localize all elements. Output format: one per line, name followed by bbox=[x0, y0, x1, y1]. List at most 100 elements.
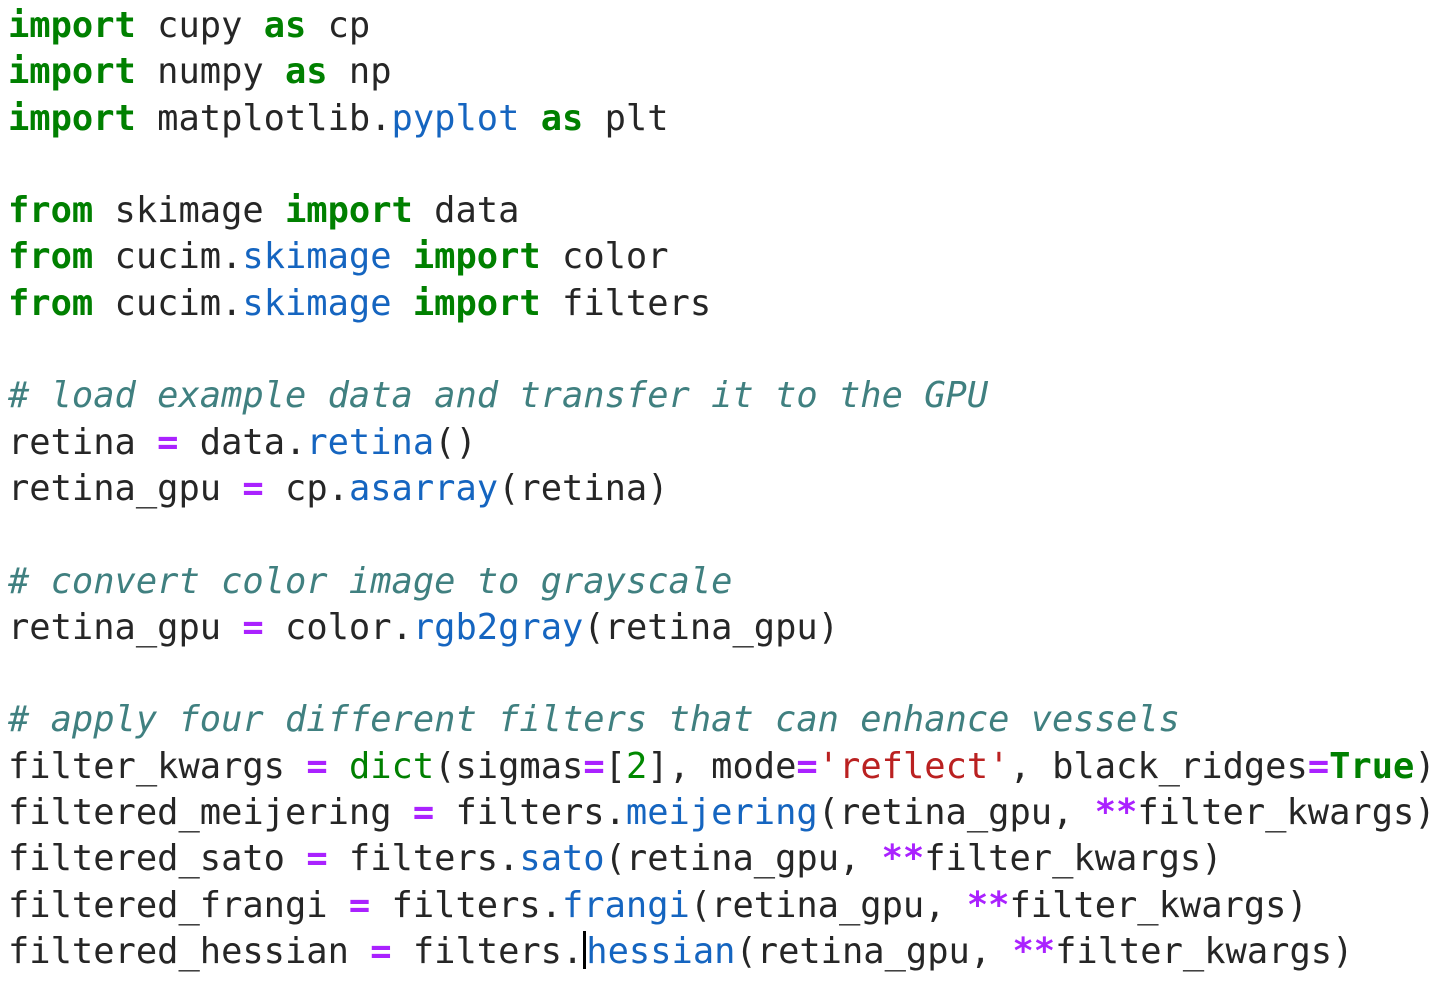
code-line[interactable] bbox=[8, 512, 1452, 558]
code-token-op: ** bbox=[966, 884, 1010, 926]
code-token-prop: skimage bbox=[242, 282, 392, 324]
code-token-txt bbox=[392, 283, 413, 324]
code-token-prop: sato bbox=[519, 838, 605, 880]
code-token-txt: , black_ridges bbox=[1009, 745, 1308, 787]
code-token-prop: skimage bbox=[242, 236, 392, 278]
code-token-txt: (retina_gpu, bbox=[604, 838, 882, 880]
code-token-op: ** bbox=[1012, 930, 1056, 972]
code-line[interactable]: retina = data.retina() bbox=[8, 420, 1452, 466]
code-token-cmt: # load example data and transfer it to t… bbox=[8, 375, 989, 417]
code-token-kw: import bbox=[8, 51, 136, 93]
code-line[interactable]: # load example data and transfer it to t… bbox=[8, 373, 1452, 419]
code-token-txt: color bbox=[540, 236, 669, 278]
code-token-kw: import bbox=[8, 5, 136, 46]
code-token-txt: numpy bbox=[135, 51, 285, 93]
code-line[interactable]: filtered_sato = filters.sato(retina_gpu,… bbox=[8, 836, 1452, 882]
code-token-builtin: dict bbox=[348, 745, 435, 787]
code-token-prop: rgb2gray bbox=[412, 606, 584, 648]
code-token-txt: cp. bbox=[263, 467, 349, 509]
code-line[interactable] bbox=[8, 327, 1452, 373]
text-cursor bbox=[583, 930, 587, 969]
code-token-txt: filters. bbox=[370, 884, 562, 926]
code-line[interactable]: import cupy as cp bbox=[8, 3, 1452, 49]
code-token-txt: filtered_sato bbox=[8, 838, 307, 880]
code-token-txt: filters bbox=[540, 282, 712, 324]
code-token-txt: filter_kwargs) bbox=[1137, 792, 1436, 834]
code-token-kw: from bbox=[8, 236, 94, 278]
code-token-txt: filters. bbox=[391, 930, 584, 972]
code-token-txt: [ bbox=[604, 745, 626, 787]
code-token-op: = bbox=[306, 745, 328, 787]
code-token-txt: (sigmas bbox=[434, 745, 584, 787]
code-line[interactable]: # convert color image to grayscale bbox=[8, 559, 1452, 605]
code-token-txt: np bbox=[327, 51, 392, 93]
code-line[interactable] bbox=[8, 142, 1452, 188]
code-line[interactable]: filter_kwargs = dict(sigmas=[2], mode='r… bbox=[8, 744, 1452, 790]
code-token-kw: True bbox=[1329, 745, 1415, 787]
code-token-txt: filtered_frangi bbox=[8, 884, 349, 926]
code-token-txt: cucim. bbox=[93, 236, 243, 278]
code-token-kw: as bbox=[540, 97, 584, 139]
code-token-txt: retina_gpu bbox=[8, 467, 243, 509]
code-token-prop: frangi bbox=[562, 884, 690, 926]
code-token-op: ** bbox=[881, 838, 925, 880]
code-token-num: 2 bbox=[625, 745, 648, 787]
code-token-kw: import bbox=[8, 97, 136, 139]
code-token-txt: retina bbox=[8, 421, 158, 463]
code-line[interactable]: from cucim.skimage import color bbox=[8, 234, 1452, 280]
code-token-txt: cp bbox=[306, 5, 371, 46]
code-line[interactable]: from cucim.skimage import filters bbox=[8, 281, 1452, 327]
code-token-kw: from bbox=[8, 282, 94, 324]
code-line[interactable] bbox=[8, 651, 1452, 697]
code-token-prop: pyplot bbox=[391, 97, 520, 139]
code-token-op: = bbox=[583, 745, 605, 787]
code-token-op: = bbox=[370, 930, 392, 972]
code-token-kw: import bbox=[285, 190, 413, 232]
code-line[interactable]: filtered_meijering = filters.meijering(r… bbox=[8, 790, 1452, 836]
code-token-txt: matplotlib. bbox=[135, 97, 392, 139]
code-token-txt: (retina_gpu) bbox=[583, 606, 840, 648]
code-line[interactable]: filtered_frangi = filters.frangi(retina_… bbox=[8, 883, 1452, 929]
code-token-txt: ) bbox=[1414, 745, 1436, 787]
code-token-kw: as bbox=[263, 5, 307, 46]
code-token-txt: filtered_hessian bbox=[8, 930, 371, 972]
code-token-txt: (retina_gpu, bbox=[735, 930, 1013, 972]
code-token-op: = bbox=[242, 467, 264, 509]
code-token-txt: () bbox=[434, 421, 477, 463]
code-line[interactable]: from skimage import data bbox=[8, 188, 1452, 234]
code-token-txt bbox=[328, 746, 349, 787]
code-token-txt: data. bbox=[178, 421, 307, 463]
code-token-txt: filter_kwargs) bbox=[1055, 930, 1354, 972]
code-token-txt: (retina_gpu, bbox=[689, 884, 967, 926]
code-token-txt: ], mode bbox=[647, 745, 797, 787]
code-token-str: 'reflect' bbox=[817, 745, 1010, 787]
code-token-cmt: # convert color image to grayscale bbox=[8, 560, 733, 602]
code-token-txt: retina_gpu bbox=[8, 606, 243, 648]
code-token-prop: asarray bbox=[348, 467, 499, 509]
code-token-kw: import bbox=[412, 236, 541, 278]
code-line[interactable]: retina_gpu = cp.asarray(retina) bbox=[8, 466, 1452, 512]
code-token-txt: (retina) bbox=[498, 467, 669, 509]
code-line[interactable]: retina_gpu = color.rgb2gray(retina_gpu) bbox=[8, 605, 1452, 651]
code-token-cmt: # apply four different filters that can … bbox=[8, 699, 1180, 741]
code-token-txt: filter_kwargs bbox=[8, 745, 307, 787]
code-line[interactable]: # apply four different filters that can … bbox=[8, 697, 1452, 743]
code-line[interactable]: import matplotlib.pyplot as plt bbox=[8, 96, 1452, 142]
code-token-txt: filter_kwargs) bbox=[1009, 884, 1308, 926]
code-token-txt: (retina_gpu, bbox=[817, 792, 1095, 834]
code-token-kw: as bbox=[285, 51, 328, 93]
code-line[interactable]: import numpy as np bbox=[8, 49, 1452, 95]
code-token-txt: filtered_meijering bbox=[8, 792, 413, 834]
code-token-kw: from bbox=[8, 190, 94, 232]
code-token-prop: meijering bbox=[625, 792, 818, 834]
code-token-txt bbox=[519, 98, 540, 139]
code-token-txt: skimage bbox=[93, 190, 285, 232]
code-token-txt: cupy bbox=[135, 5, 264, 46]
code-token-kw: import bbox=[412, 282, 541, 324]
code-token-txt: data bbox=[412, 190, 520, 232]
code-token-txt: color. bbox=[263, 606, 413, 648]
code-line[interactable]: filtered_hessian = filters.hessian(retin… bbox=[8, 929, 1452, 975]
code-token-txt bbox=[392, 236, 413, 277]
code-token-op: = bbox=[306, 838, 328, 880]
